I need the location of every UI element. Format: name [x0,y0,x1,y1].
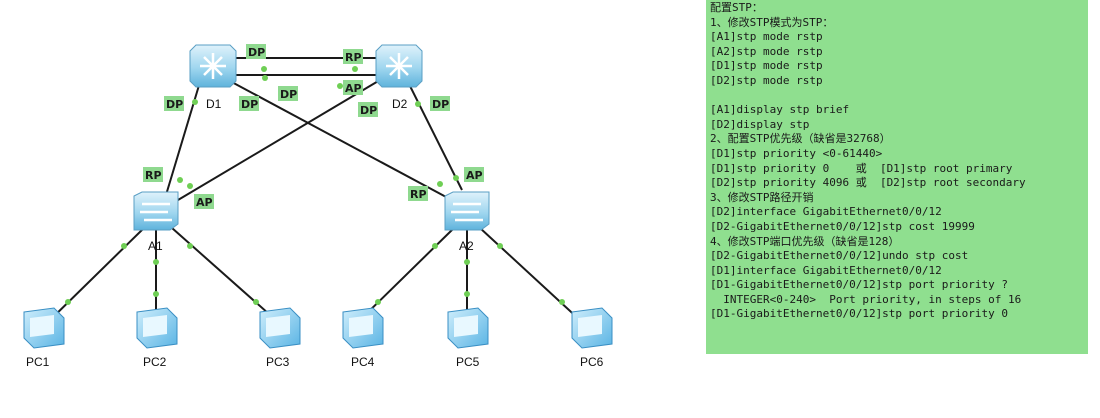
link-a1-pc1 [44,227,145,326]
pc-3[interactable]: PC3 [259,307,301,369]
pc-5[interactable]: PC5 [447,307,489,369]
config-line: [A1]display stp brief [710,103,850,117]
label-pc3: PC3 [266,355,290,369]
config-line: [D1-GigabitEthernet0/0/12]stp port prior… [710,307,1009,321]
svg-text:DP: DP [166,98,183,111]
link-d2-a1 [177,79,381,201]
config-line: [D2]interface GigabitEthernet0/0/12 [710,205,942,219]
port-tag-d2-top: RP [343,49,363,64]
config-line: [A1]stp mode rstp [710,30,823,44]
port-tag-d1-bottom-a: DP [239,96,259,111]
links [44,57,583,326]
switch-d1[interactable]: D1 [189,44,237,111]
svg-text:DP: DP [241,98,258,111]
config-line: [D1]stp mode rstp [710,59,823,73]
label-pc4: PC4 [351,355,375,369]
label-d2: D2 [392,97,408,111]
link-a2-pc6 [479,227,583,323]
svg-text:RP: RP [145,169,162,182]
label-pc1: PC1 [26,355,50,369]
svg-text:DP: DP [360,104,377,117]
port-tag-a2-up: AP [464,167,484,182]
svg-text:DP: DP [280,88,297,101]
label-pc2: PC2 [143,355,167,369]
config-notes-panel: 配置STP：1、修改STP模式为STP：[A1]stp mode rstp[A2… [706,0,1088,354]
pc-2[interactable]: PC2 [136,307,178,369]
port-tags: DP RP DP DP DP AP DP DP [143,44,484,209]
port-tag-d2-right: DP [430,96,450,111]
config-line: 2、配置STP优先级（缺省是32768） [710,132,891,146]
core-switch-icon [386,53,412,79]
switch-d2[interactable]: D2 [375,44,423,111]
label-d1: D1 [206,97,222,111]
config-line: [D2]stp mode rstp [710,73,823,87]
config-line: [D1]stp priority 0 或 [D1]stp root primar… [710,161,1013,175]
core-switch-icon [200,53,226,79]
config-line: INTEGER<0-240> Port priority, in steps o… [710,292,1022,306]
pc-4[interactable]: PC4 [342,307,384,369]
port-tag-d2-left-b: DP [358,102,378,117]
svg-text:AP: AP [466,169,483,182]
config-line: 3、修改STP路径开销 [710,190,814,204]
port-tag-a2-left: RP [408,186,428,201]
config-line [710,89,1084,104]
pc-1[interactable]: PC1 [23,307,65,369]
label-pc5: PC5 [456,355,480,369]
svg-text:RP: RP [345,51,362,64]
config-line: [D2]display stp [710,117,810,131]
config-line: [D2-GigabitEthernet0/0/12]stp cost 19999 [710,219,975,233]
port-tag-d1-left: DP [164,96,184,111]
link-a1-pc3 [171,227,279,323]
config-line: 4、修改STP端口优先级（缺省是128） [710,234,900,248]
port-tag-a1-up: RP [143,167,163,182]
svg-text:DP: DP [248,46,265,59]
access-switch-icon [451,202,483,222]
config-line: [D2]stp priority 4096 或 [D2]stp root sec… [710,176,1026,190]
switch-a2[interactable]: A2 [444,191,490,253]
label-a2: A2 [459,239,474,253]
link-a2-pc4 [357,227,455,323]
config-line: 配置STP： [710,1,763,14]
link-dots [65,66,565,305]
config-line: [D1-GigabitEthernet0/0/12]stp port prior… [710,278,1009,292]
network-topology-diagram: D1 D2 A1 A2 PC1 PC2 PC3 PC4 PC5 [23,44,613,369]
pc-6[interactable]: PC6 [571,307,613,369]
config-line: [D1]interface GigabitEthernet0/0/12 [710,263,942,277]
switch-a1[interactable]: A1 [133,191,179,253]
port-tag-d2-left-a: AP [343,80,363,95]
label-a1: A1 [148,239,163,253]
config-line: [D2-GigabitEthernet0/0/12]undo stp cost [710,249,969,263]
svg-text:AP: AP [345,82,362,95]
config-line: [D1]stp priority <0-61440> [710,146,883,160]
port-tag-a1-right: AP [194,194,214,209]
svg-text:AP: AP [196,196,213,209]
access-switch-icon [140,202,172,222]
config-line: 1、修改STP模式为STP： [710,15,834,29]
port-tag-d1-top: DP [246,44,266,59]
svg-text:DP: DP [432,98,449,111]
config-line: [A2]stp mode rstp [710,44,823,58]
link-d2-a2 [407,81,463,191]
link-d1-a2 [227,79,449,199]
label-pc6: PC6 [580,355,604,369]
port-tag-d1-bottom-b: DP [278,86,298,101]
svg-text:RP: RP [410,188,427,201]
